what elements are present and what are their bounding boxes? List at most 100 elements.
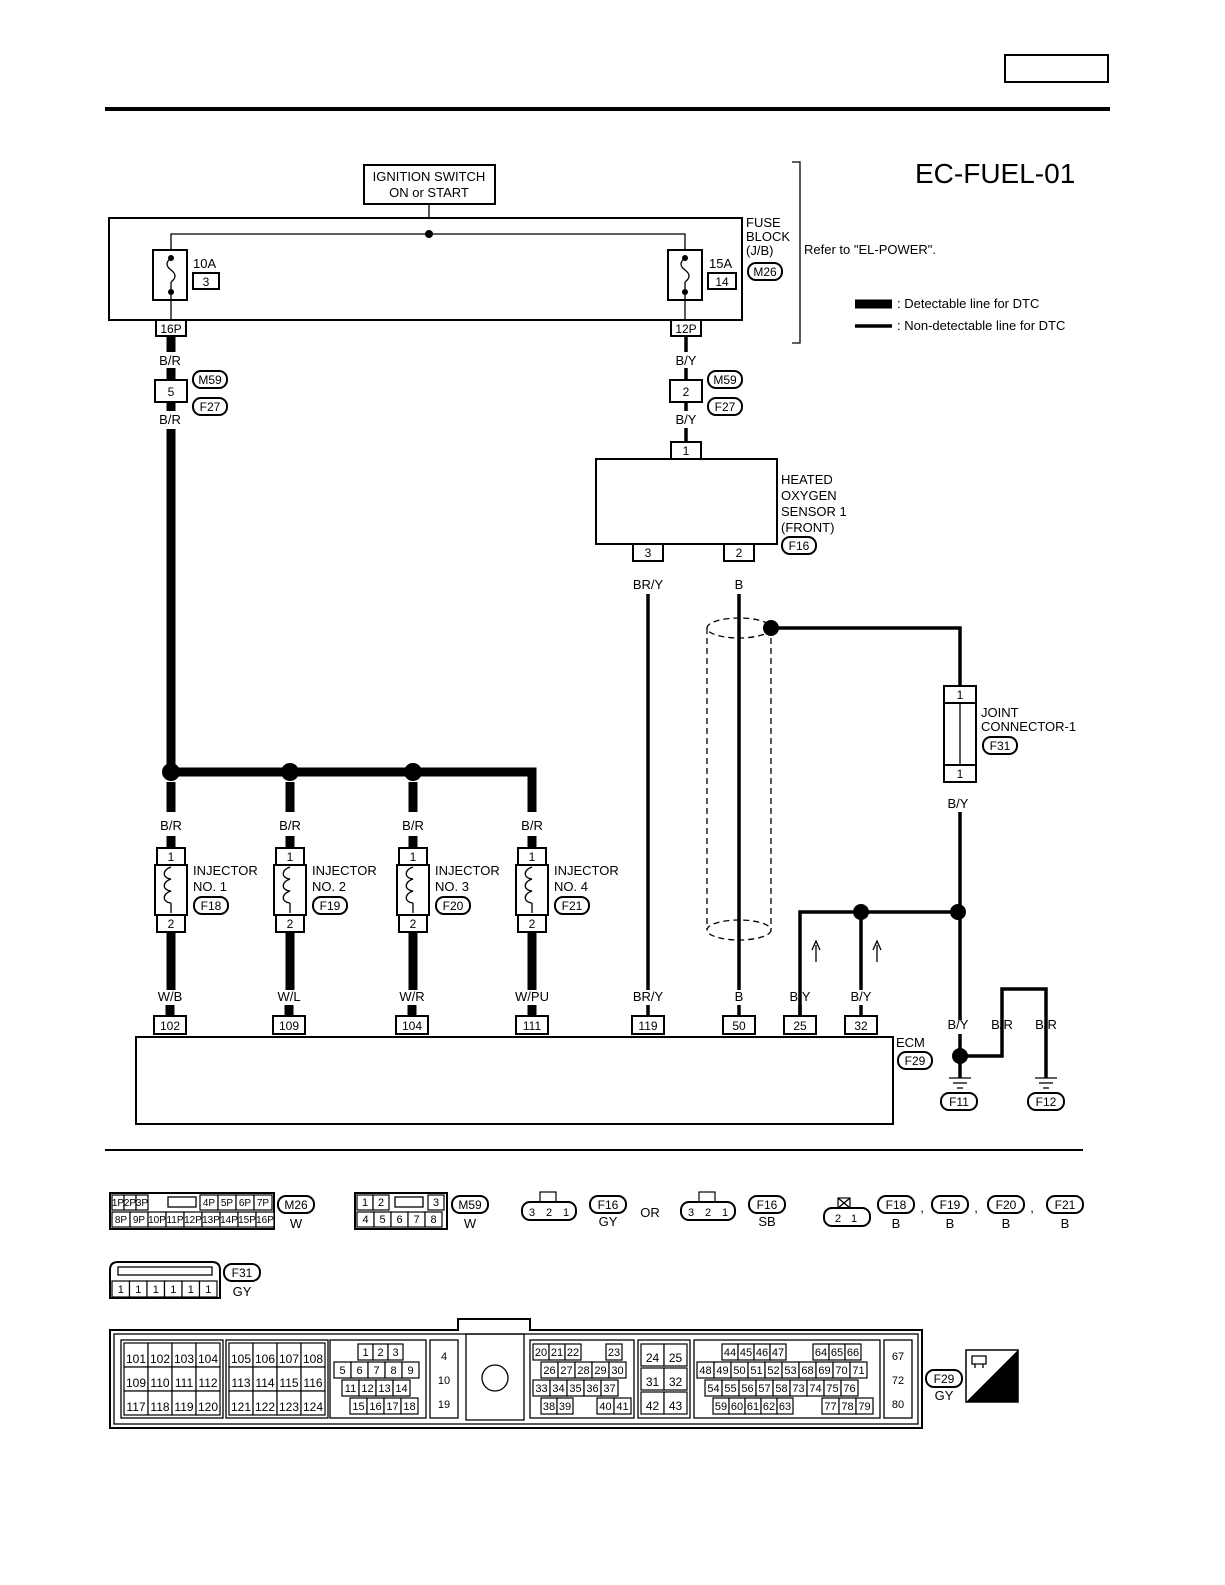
ground-symbol-icon [1035, 1077, 1057, 1089]
connector-pin: 4 [362, 1214, 368, 1226]
left-feed-wire-bottom: B/R [159, 412, 181, 427]
connector-pin: 71 [852, 1365, 864, 1377]
connector-pin: 105 [231, 1352, 251, 1366]
connector-pin: 108 [303, 1352, 323, 1366]
o2-sensor-connector: F16 [789, 539, 810, 553]
connector-pin: 123 [279, 1400, 299, 1414]
connector-pin: 29 [594, 1365, 606, 1377]
right-feed-pin: 2 [683, 385, 690, 399]
injector-pin-1: 1 [410, 850, 417, 864]
connector-pin: 111 [175, 1376, 194, 1390]
connector-pin: 1P [112, 1198, 125, 1209]
injector-pin-2: 2 [287, 917, 294, 931]
injector-pin-1: 1 [287, 850, 294, 864]
injector-connector: F19 [320, 899, 341, 913]
connector-pin: 33 [535, 1383, 547, 1395]
joint-connector-line2: CONNECTOR-1 [981, 719, 1076, 734]
connector-pin: 106 [255, 1352, 275, 1366]
connector-pin: 49 [716, 1365, 728, 1377]
connector-pin: 14 [395, 1383, 407, 1395]
connector-view-f29-color: GY [935, 1388, 954, 1403]
connector-pin: 62 [763, 1401, 775, 1413]
connector-pin: 117 [126, 1400, 145, 1414]
connector-pin: 14P [220, 1215, 238, 1226]
connector-pin: 40 [599, 1401, 611, 1413]
connector-pin: 57 [758, 1383, 770, 1395]
flow-arrow-icon [811, 939, 821, 962]
connector-view-f16-sb-color: SB [758, 1214, 775, 1229]
connector-pin: 77 [824, 1401, 836, 1413]
connector-pin: 8 [390, 1365, 396, 1377]
connector-pin: 3 [392, 1347, 398, 1359]
connector-pin: 65 [831, 1347, 843, 1359]
connector-pin: 24 [646, 1351, 660, 1365]
connector-pin: 28 [577, 1365, 589, 1377]
right-feed-wire-top: B/Y [676, 353, 697, 368]
connector-pin: 47 [772, 1347, 784, 1359]
connector-pin: 21 [551, 1347, 563, 1359]
splice-dot [425, 230, 433, 238]
injector-pin-1: 1 [168, 850, 175, 864]
connector-pin: 1 [362, 1347, 368, 1359]
legend-detectable: : Detectable line for DTC [897, 296, 1039, 311]
connector-pin: 4 [441, 1351, 447, 1363]
ecm-terminal-pin: 104 [402, 1019, 422, 1033]
legend-non-detectable: : Non-detectable line for DTC [897, 318, 1065, 333]
connector-pin: 9P [133, 1215, 146, 1226]
refer-bracket [792, 161, 801, 344]
connector-pin: 63 [779, 1401, 791, 1413]
connector-view-separator: , [1030, 1200, 1034, 1215]
connector-pin: 3 [688, 1207, 694, 1219]
connector-pin: 109 [126, 1376, 146, 1390]
connector-pin: 70 [835, 1365, 847, 1377]
connector-pin: 79 [858, 1401, 870, 1413]
ground-symbol-icon [949, 1077, 971, 1089]
connector-pin: 8 [430, 1214, 436, 1226]
connector-pin: 6 [356, 1365, 362, 1377]
connector-pin: 116 [303, 1376, 322, 1390]
o2-sensor-pin-heater: 3 [645, 546, 652, 560]
o2-sensor-line4: (FRONT) [781, 520, 834, 535]
connector-pin: 19 [438, 1399, 450, 1411]
connector-view-separator: , [974, 1200, 978, 1215]
connector-pin: 67 [892, 1351, 904, 1363]
connector-pin: 31 [646, 1375, 660, 1389]
ecm-terminal-wire: B [735, 989, 744, 1004]
connector-pin: 46 [756, 1347, 768, 1359]
connector-pin: 20 [535, 1347, 547, 1359]
injector-number: NO. 3 [435, 879, 469, 894]
connector-pin: 26 [543, 1365, 555, 1377]
connector-pin: 35 [569, 1383, 581, 1395]
connector-pin: 2 [377, 1347, 383, 1359]
connector-view-f29-id: F29 [934, 1372, 955, 1386]
injector-pin-1: 1 [529, 850, 536, 864]
connector-view-f31-id: F31 [232, 1266, 253, 1280]
connector-pin: 54 [707, 1383, 719, 1395]
injector-number: NO. 4 [554, 879, 588, 894]
connector-view-injector-color: B [946, 1216, 955, 1231]
ground-splice-3 [952, 1048, 968, 1064]
connector-pin: 12 [361, 1383, 373, 1395]
connector-view-injector-id: F18 [886, 1198, 907, 1212]
connector-pin: 13 [378, 1383, 390, 1395]
o2-sensor-wire-heater: BR/Y [633, 577, 664, 592]
connector-pin: 73 [792, 1383, 804, 1395]
connector-pin: 1 [851, 1213, 857, 1225]
connector-pin: 107 [279, 1352, 299, 1366]
connector-pin: 60 [731, 1401, 743, 1413]
ecm-terminal-wire: BR/Y [633, 989, 664, 1004]
connector-pin: 101 [126, 1352, 146, 1366]
injector-wire-in: B/R [402, 818, 424, 833]
connector-pin: 3P [136, 1198, 149, 1209]
connector-pin: 75 [826, 1383, 838, 1395]
connector-pin: 120 [198, 1400, 218, 1414]
connector-pin: 44 [724, 1347, 736, 1359]
connector-pin: 4P [203, 1198, 216, 1209]
connector-pin: 58 [775, 1383, 787, 1395]
connector-pin: 51 [750, 1365, 762, 1377]
right-feed-connector-top: M59 [713, 373, 737, 387]
injector-number: NO. 2 [312, 879, 346, 894]
